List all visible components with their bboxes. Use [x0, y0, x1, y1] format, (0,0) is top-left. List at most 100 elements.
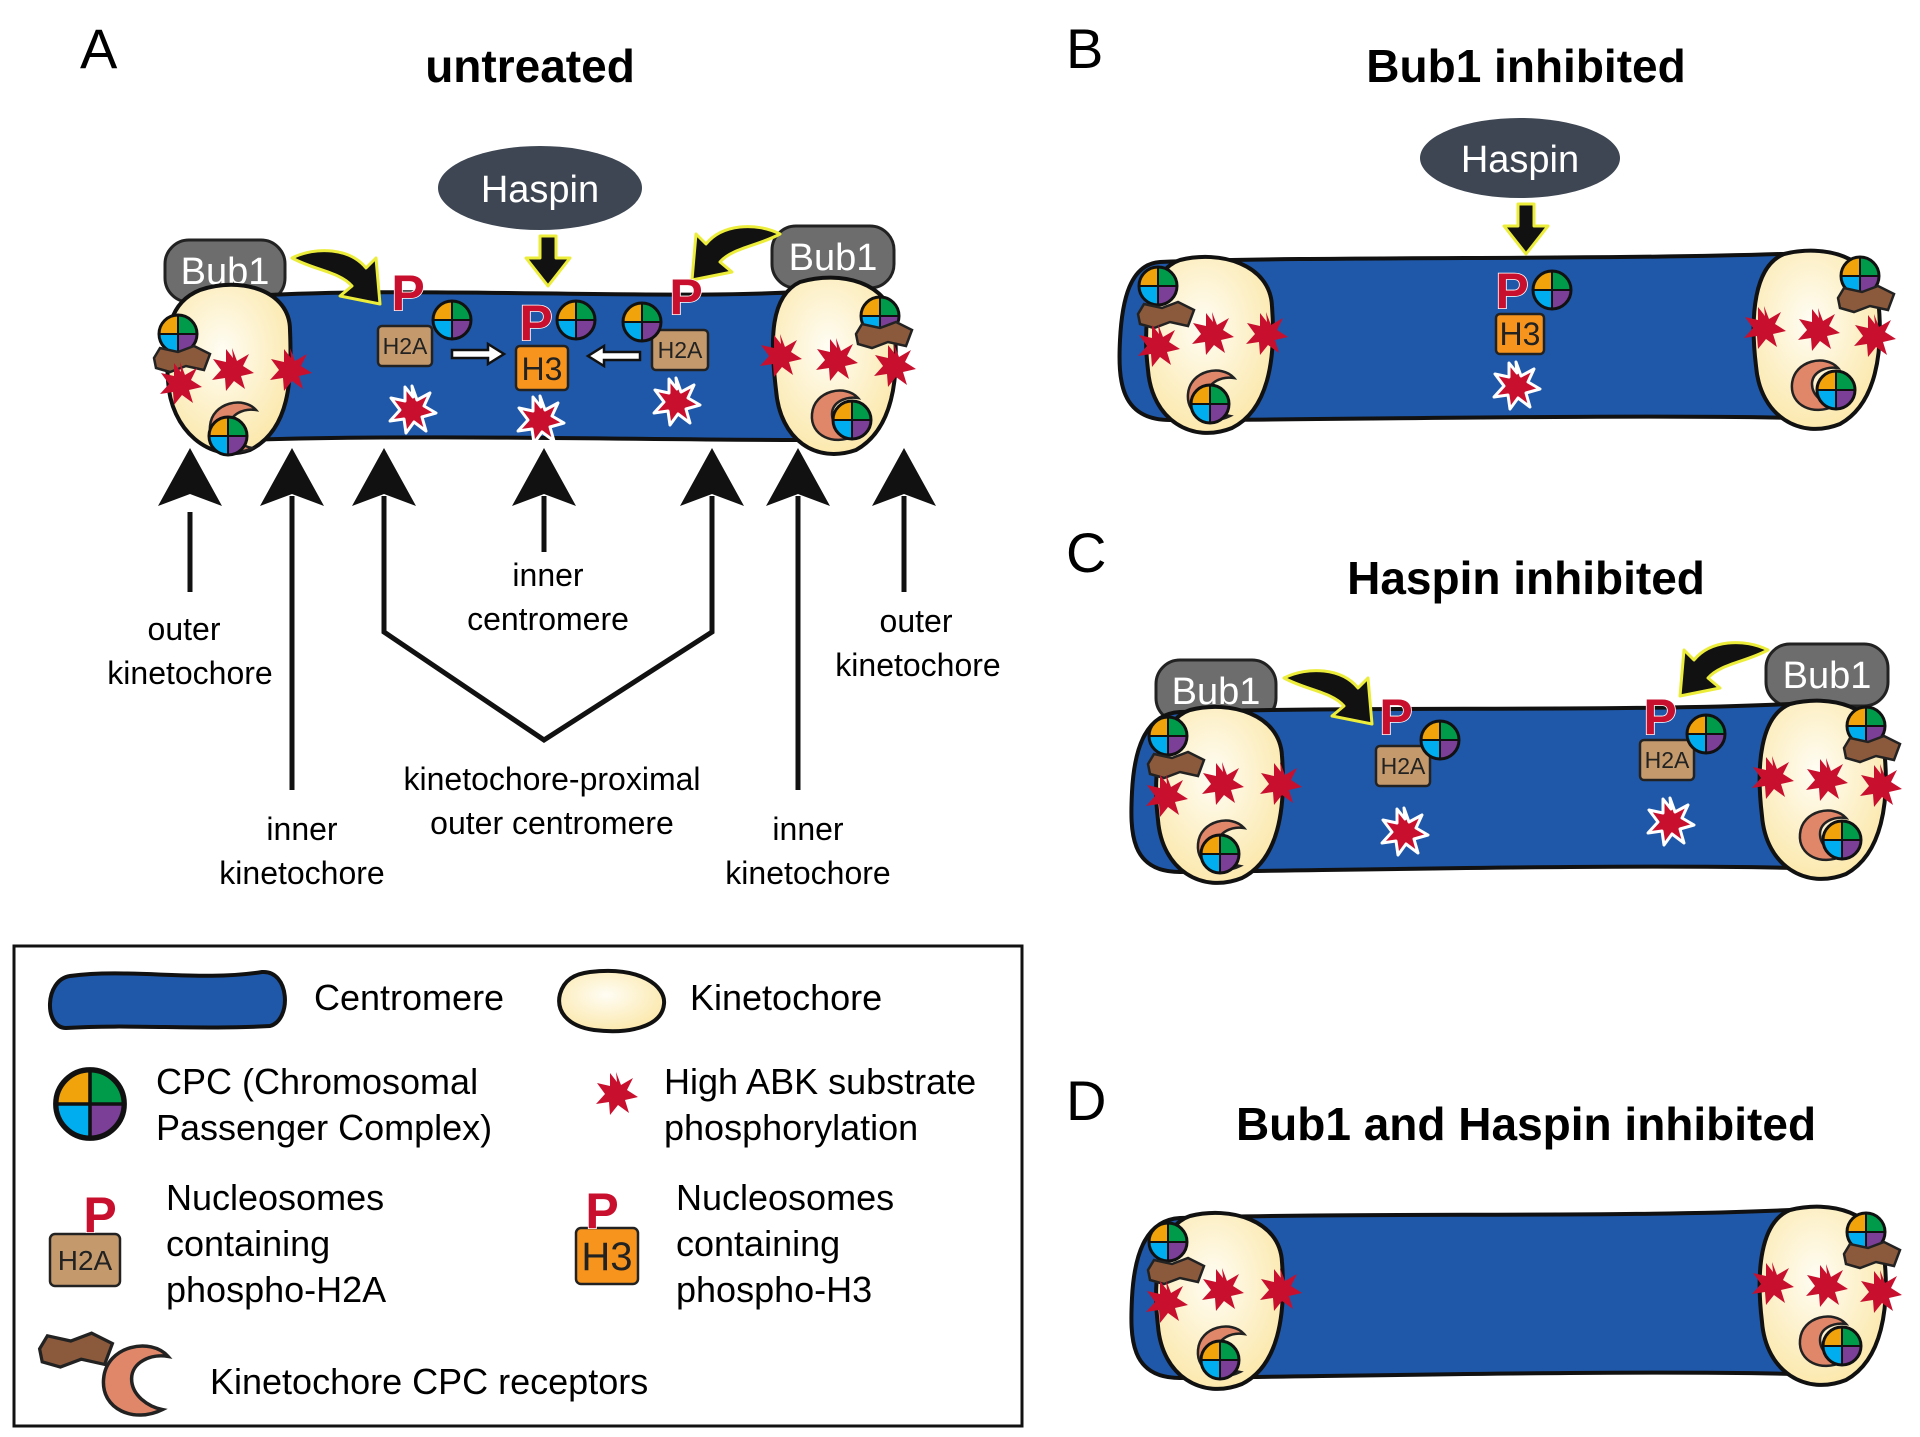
h2a-label: H2A: [658, 337, 703, 363]
cpc-icon: [1199, 1339, 1241, 1381]
migration-arrow-left: [450, 341, 507, 367]
outer-kinetochore-label-right-1: outer: [880, 603, 953, 639]
legend-kinetochore-label: Kinetochore: [690, 977, 882, 1018]
h2a-nucleosome-left: [1374, 744, 1432, 788]
proximal-label-1: kinetochore-proximal: [403, 761, 700, 797]
outer-kinetochore-label-left-1: outer: [148, 611, 221, 647]
inner-kinetochore-label-right-2: kinetochore: [725, 855, 890, 891]
haspin-arrow: [1502, 202, 1550, 256]
phospho-mark: P: [519, 295, 552, 351]
h2a-nucleosome-left: [376, 324, 434, 368]
outer-kinetochore-label-left-2: kinetochore: [107, 655, 272, 691]
inner-kinetochore-label-left-2: kinetochore: [219, 855, 384, 891]
panel-a: A untreated Haspin Bub1 Bub1: [80, 17, 1001, 891]
panel-c-letter: C: [1066, 521, 1106, 584]
panel-b-title: Bub1 inhibited: [1366, 40, 1685, 92]
panel-d-letter: D: [1066, 1069, 1106, 1132]
receptor-a-icon: [1136, 300, 1196, 330]
legend-centromere-label: Centromere: [314, 977, 504, 1018]
receptor-a-icon: [1842, 1240, 1902, 1270]
h2a-label: H2A: [1381, 753, 1426, 779]
phospho-mark: P: [669, 269, 702, 325]
cpc-icon: [621, 301, 663, 343]
h2a-label: H2A: [58, 1245, 113, 1276]
proximal-label-2: outer centromere: [430, 805, 674, 841]
bub1-arrow-right: [690, 225, 782, 282]
panel-b: B Bub1 inhibited Haspin H3 P: [1066, 17, 1896, 435]
legend-h3-swatch: [574, 1226, 640, 1286]
legend-receptors-label: Kinetochore CPC receptors: [210, 1361, 648, 1402]
legend-ph3-label-2: containing: [676, 1223, 840, 1264]
cpc-icon: [207, 415, 249, 457]
legend-kinetochore-swatch: [557, 968, 667, 1034]
legend-abk-label-2: phosphorylation: [664, 1107, 918, 1148]
region-arrowheads: [158, 448, 936, 506]
phospho-mark: P: [83, 1187, 116, 1243]
cpc-icon: [1137, 265, 1179, 307]
cpc-icon: [1199, 833, 1241, 875]
phospho-mark: P: [1643, 689, 1676, 745]
inner-centromere-label-2: centromere: [467, 601, 629, 637]
legend-ph2a-label-1: Nucleosomes: [166, 1177, 384, 1218]
panel-a-title: untreated: [425, 40, 635, 92]
h2a-nucleosome-right: [650, 328, 710, 372]
legend: Centromere Kinetochore CPC (Chromosomal …: [12, 944, 1024, 1428]
bub1-arrow-right: [1678, 641, 1770, 698]
h2a-label: H2A: [1645, 747, 1690, 773]
cpc-icon: [1189, 383, 1231, 425]
panel-b-letter: B: [1066, 17, 1103, 80]
receptor-a-icon: [1836, 284, 1896, 314]
receptor-a-icon: [1842, 734, 1902, 764]
phospho-mark: P: [1379, 689, 1412, 745]
legend-abk-label-1: High ABK substrate: [664, 1061, 976, 1102]
haspin-arrow: [524, 234, 572, 288]
cpc-icon: [1531, 269, 1573, 311]
cpc-icon: [1147, 715, 1189, 757]
inner-kinetochore-label-left-1: inner: [266, 811, 338, 847]
cpc-icon: [1685, 713, 1727, 755]
cpc-icon: [1821, 819, 1863, 861]
h3-label: H3: [1500, 316, 1541, 352]
legend-cpc-label-2: Passenger Complex): [156, 1107, 492, 1148]
cpc-icon: [56, 1070, 124, 1138]
cpc-icon: [431, 299, 473, 341]
panel-a-letter: A: [80, 17, 118, 80]
legend-cpc-label-1: CPC (Chromosomal: [156, 1061, 478, 1102]
migration-arrow-right: [585, 343, 642, 369]
receptor-a-icon: [37, 1331, 115, 1369]
h3-label: H3: [522, 351, 563, 387]
haspin-label: Haspin: [481, 169, 599, 211]
cpc-icon: [1419, 719, 1461, 761]
haspin-label: Haspin: [1461, 139, 1579, 181]
legend-centromere-swatch: [48, 969, 287, 1031]
haspin-ellipse: [438, 146, 642, 230]
cpc-icon: [555, 299, 597, 341]
h3-nucleosome-center: [514, 344, 570, 392]
receptor-a-icon: [1146, 1256, 1206, 1286]
cpc-icon: [1147, 1221, 1189, 1263]
h3-label: H3: [581, 1235, 632, 1279]
h2a-nucleosome-right: [1638, 738, 1696, 782]
inner-centromere-label-1: inner: [512, 557, 584, 593]
legend-ph3-label-1: Nucleosomes: [676, 1177, 894, 1218]
legend-h2a-swatch: [48, 1232, 122, 1288]
legend-ph2a-label-3: phospho-H2A: [166, 1269, 386, 1310]
phospho-mark: P: [1495, 263, 1528, 319]
h2a-label: H2A: [383, 333, 428, 359]
phospho-mark: P: [391, 265, 424, 321]
bub1-right-label: Bub1: [789, 237, 878, 279]
bub1-right-label: Bub1: [1783, 655, 1872, 697]
phospho-mark: P: [585, 1183, 618, 1239]
inner-kinetochore-label-right-1: inner: [772, 811, 844, 847]
cpc-icon: [831, 399, 873, 441]
panel-d-title: Bub1 and Haspin inhibited: [1236, 1098, 1816, 1150]
haspin-ellipse: [1420, 118, 1620, 198]
receptor-a-icon: [1146, 750, 1206, 780]
legend-ph3-label-3: phospho-H3: [676, 1269, 872, 1310]
h3-nucleosome: [1494, 312, 1546, 356]
cpc-icon: [1815, 369, 1857, 411]
panel-c-title: Haspin inhibited: [1347, 552, 1705, 604]
panel-d: D Bub1 and Haspin inhibited: [1066, 1069, 1902, 1391]
legend-ph2a-label-2: containing: [166, 1223, 330, 1264]
